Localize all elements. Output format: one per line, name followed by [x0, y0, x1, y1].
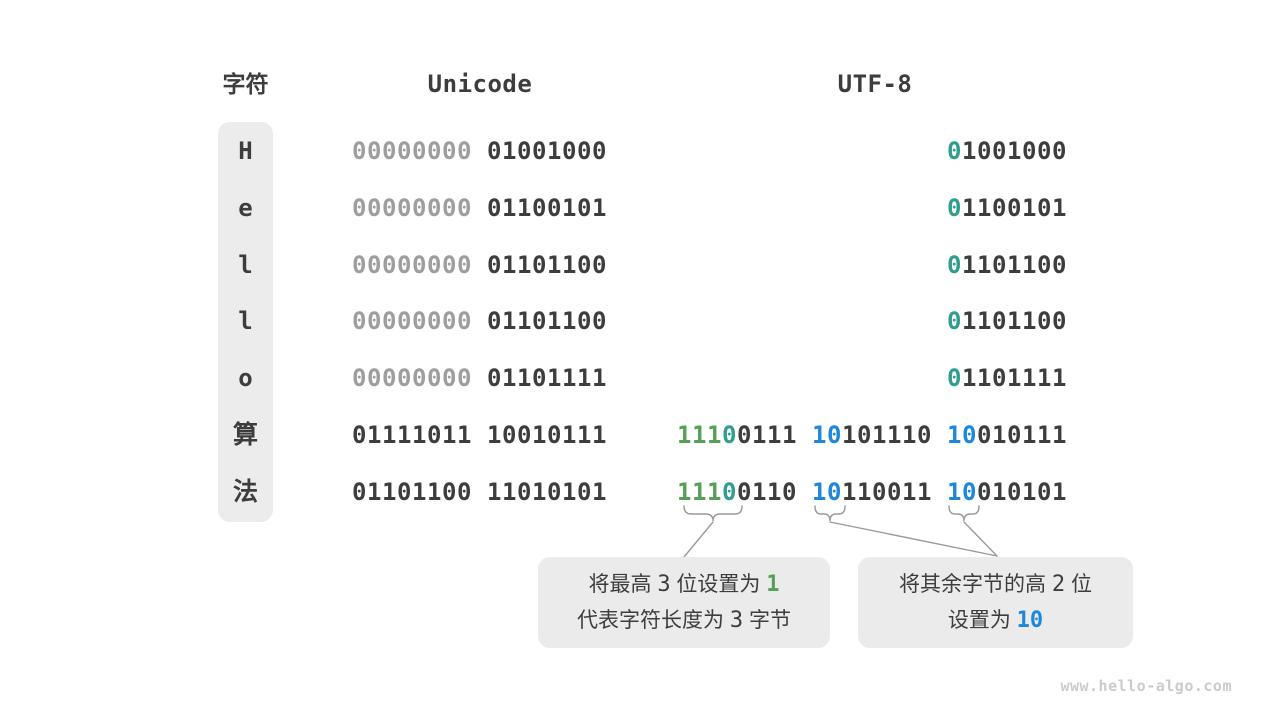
character-cell: H [238, 137, 253, 165]
bit-segment: 1100101 [962, 194, 1067, 222]
character-column-background [218, 122, 273, 522]
bit-segment: 01101100 [472, 307, 607, 335]
unicode-bits: 01101100 11010101 [352, 474, 607, 511]
bit-segment: 1101111 [962, 364, 1067, 392]
bit-segment: 1 [766, 571, 780, 597]
bit-segment: 1001000 [962, 137, 1067, 165]
callout-text-line: 将最高 3 位设置为 1 [538, 567, 830, 603]
utf8-bits: 01001000 [947, 133, 1067, 170]
bit-segment: 0 [947, 137, 962, 165]
bit-segment: 10 [812, 477, 842, 506]
character-cell: e [238, 194, 253, 222]
bit-segment: 01101111 [472, 364, 607, 392]
bit-segment: 01100101 [472, 194, 607, 222]
bit-segment: 1101100 [962, 250, 1067, 279]
unicode-bits: 00000000 01101100 [352, 303, 607, 340]
bit-segment: 代表字符长度为 [577, 608, 730, 632]
bit-segment: 10 [947, 421, 977, 449]
bit-segment: 00000000 [352, 250, 472, 279]
bit-segment: 2 [1051, 571, 1066, 597]
character-cell: o [238, 364, 253, 392]
unicode-bits: 00000000 01101111 [352, 360, 607, 397]
column-header-utf8: UTF-8 [837, 70, 913, 98]
bit-segment: 00000000 [352, 194, 472, 222]
bit-segment: 111 [677, 477, 722, 506]
bit-segment: 10 [947, 477, 977, 506]
character-cell: 算 [232, 421, 258, 449]
bit-segment: 字节 [743, 608, 791, 632]
bit-segment: 0110 [737, 477, 812, 506]
bit-segment: 设置为 [947, 608, 1017, 632]
bit-segment: 位 [1065, 572, 1092, 596]
unicode-bits: 00000000 01101100 [352, 247, 607, 284]
column-header-char: 字符 [222, 71, 269, 97]
utf8-bits: 11100111 10101110 10010111 [677, 417, 1067, 454]
column-header-unicode: Unicode [427, 70, 533, 98]
bit-segment: 010111 [977, 421, 1067, 449]
bit-segment: 0111 [737, 421, 812, 449]
utf8-bits: 11100110 10110011 10010101 [677, 474, 1067, 511]
character-cell: l [238, 307, 253, 335]
bit-segment: 111 [677, 421, 722, 449]
bit-segment: 00000000 [352, 307, 472, 335]
character-cell: 法 [232, 477, 258, 506]
bit-segment: 01001000 [472, 137, 607, 165]
unicode-bits: 00000000 01001000 [352, 133, 607, 170]
callout-text-line: 将其余字节的高 2 位 [858, 567, 1133, 603]
bit-segment: 00000000 [352, 364, 472, 392]
bit-segment: 10 [1016, 607, 1044, 633]
bit-segment: 3 [729, 607, 744, 633]
bit-segment: 将最高 [588, 572, 658, 596]
callout-text-line: 代表字符长度为 3 字节 [538, 603, 830, 639]
bit-segment: 01101100 11010101 [352, 477, 607, 506]
bit-segment: 00000000 [352, 137, 472, 165]
bit-segment: 3 [657, 571, 671, 597]
callout-text-line: 设置为 10 [858, 603, 1133, 639]
watermark: www.hello-algo.com [1060, 677, 1232, 695]
bit-segment: 110011 [842, 477, 947, 506]
unicode-bits: 01111011 10010111 [352, 417, 607, 454]
utf8-bits: 01101111 [947, 360, 1067, 397]
connector-line [963, 521, 998, 557]
callout-continuation-byte: 将其余字节的高 2 位设置为 10 [858, 557, 1133, 648]
bit-segment: 位设置为 [670, 572, 767, 596]
bit-segment: 将其余字节的高 [899, 572, 1052, 596]
bit-segment: 0 [947, 250, 962, 279]
bit-segment: 0 [947, 194, 962, 222]
bit-segment: 01111011 10010111 [352, 421, 607, 449]
utf8-bits: 01101100 [947, 303, 1067, 340]
bit-segment: 010101 [977, 477, 1067, 506]
bit-segment: 0 [947, 307, 962, 335]
character-cell: l [238, 250, 253, 279]
connector-line [683, 521, 714, 558]
bit-segment: 0 [722, 477, 737, 506]
bit-segment: 01101100 [472, 250, 607, 279]
bit-segment: 0 [722, 421, 737, 449]
bit-segment: 10 [812, 421, 842, 449]
connector-line [829, 521, 998, 557]
bit-segment: 0 [947, 364, 962, 392]
bit-segment: 1101100 [962, 307, 1067, 335]
utf8-bits: 01101100 [947, 247, 1067, 284]
utf8-bits: 01100101 [947, 190, 1067, 227]
unicode-bits: 00000000 01100101 [352, 190, 607, 227]
bit-segment: 101110 [842, 421, 947, 449]
